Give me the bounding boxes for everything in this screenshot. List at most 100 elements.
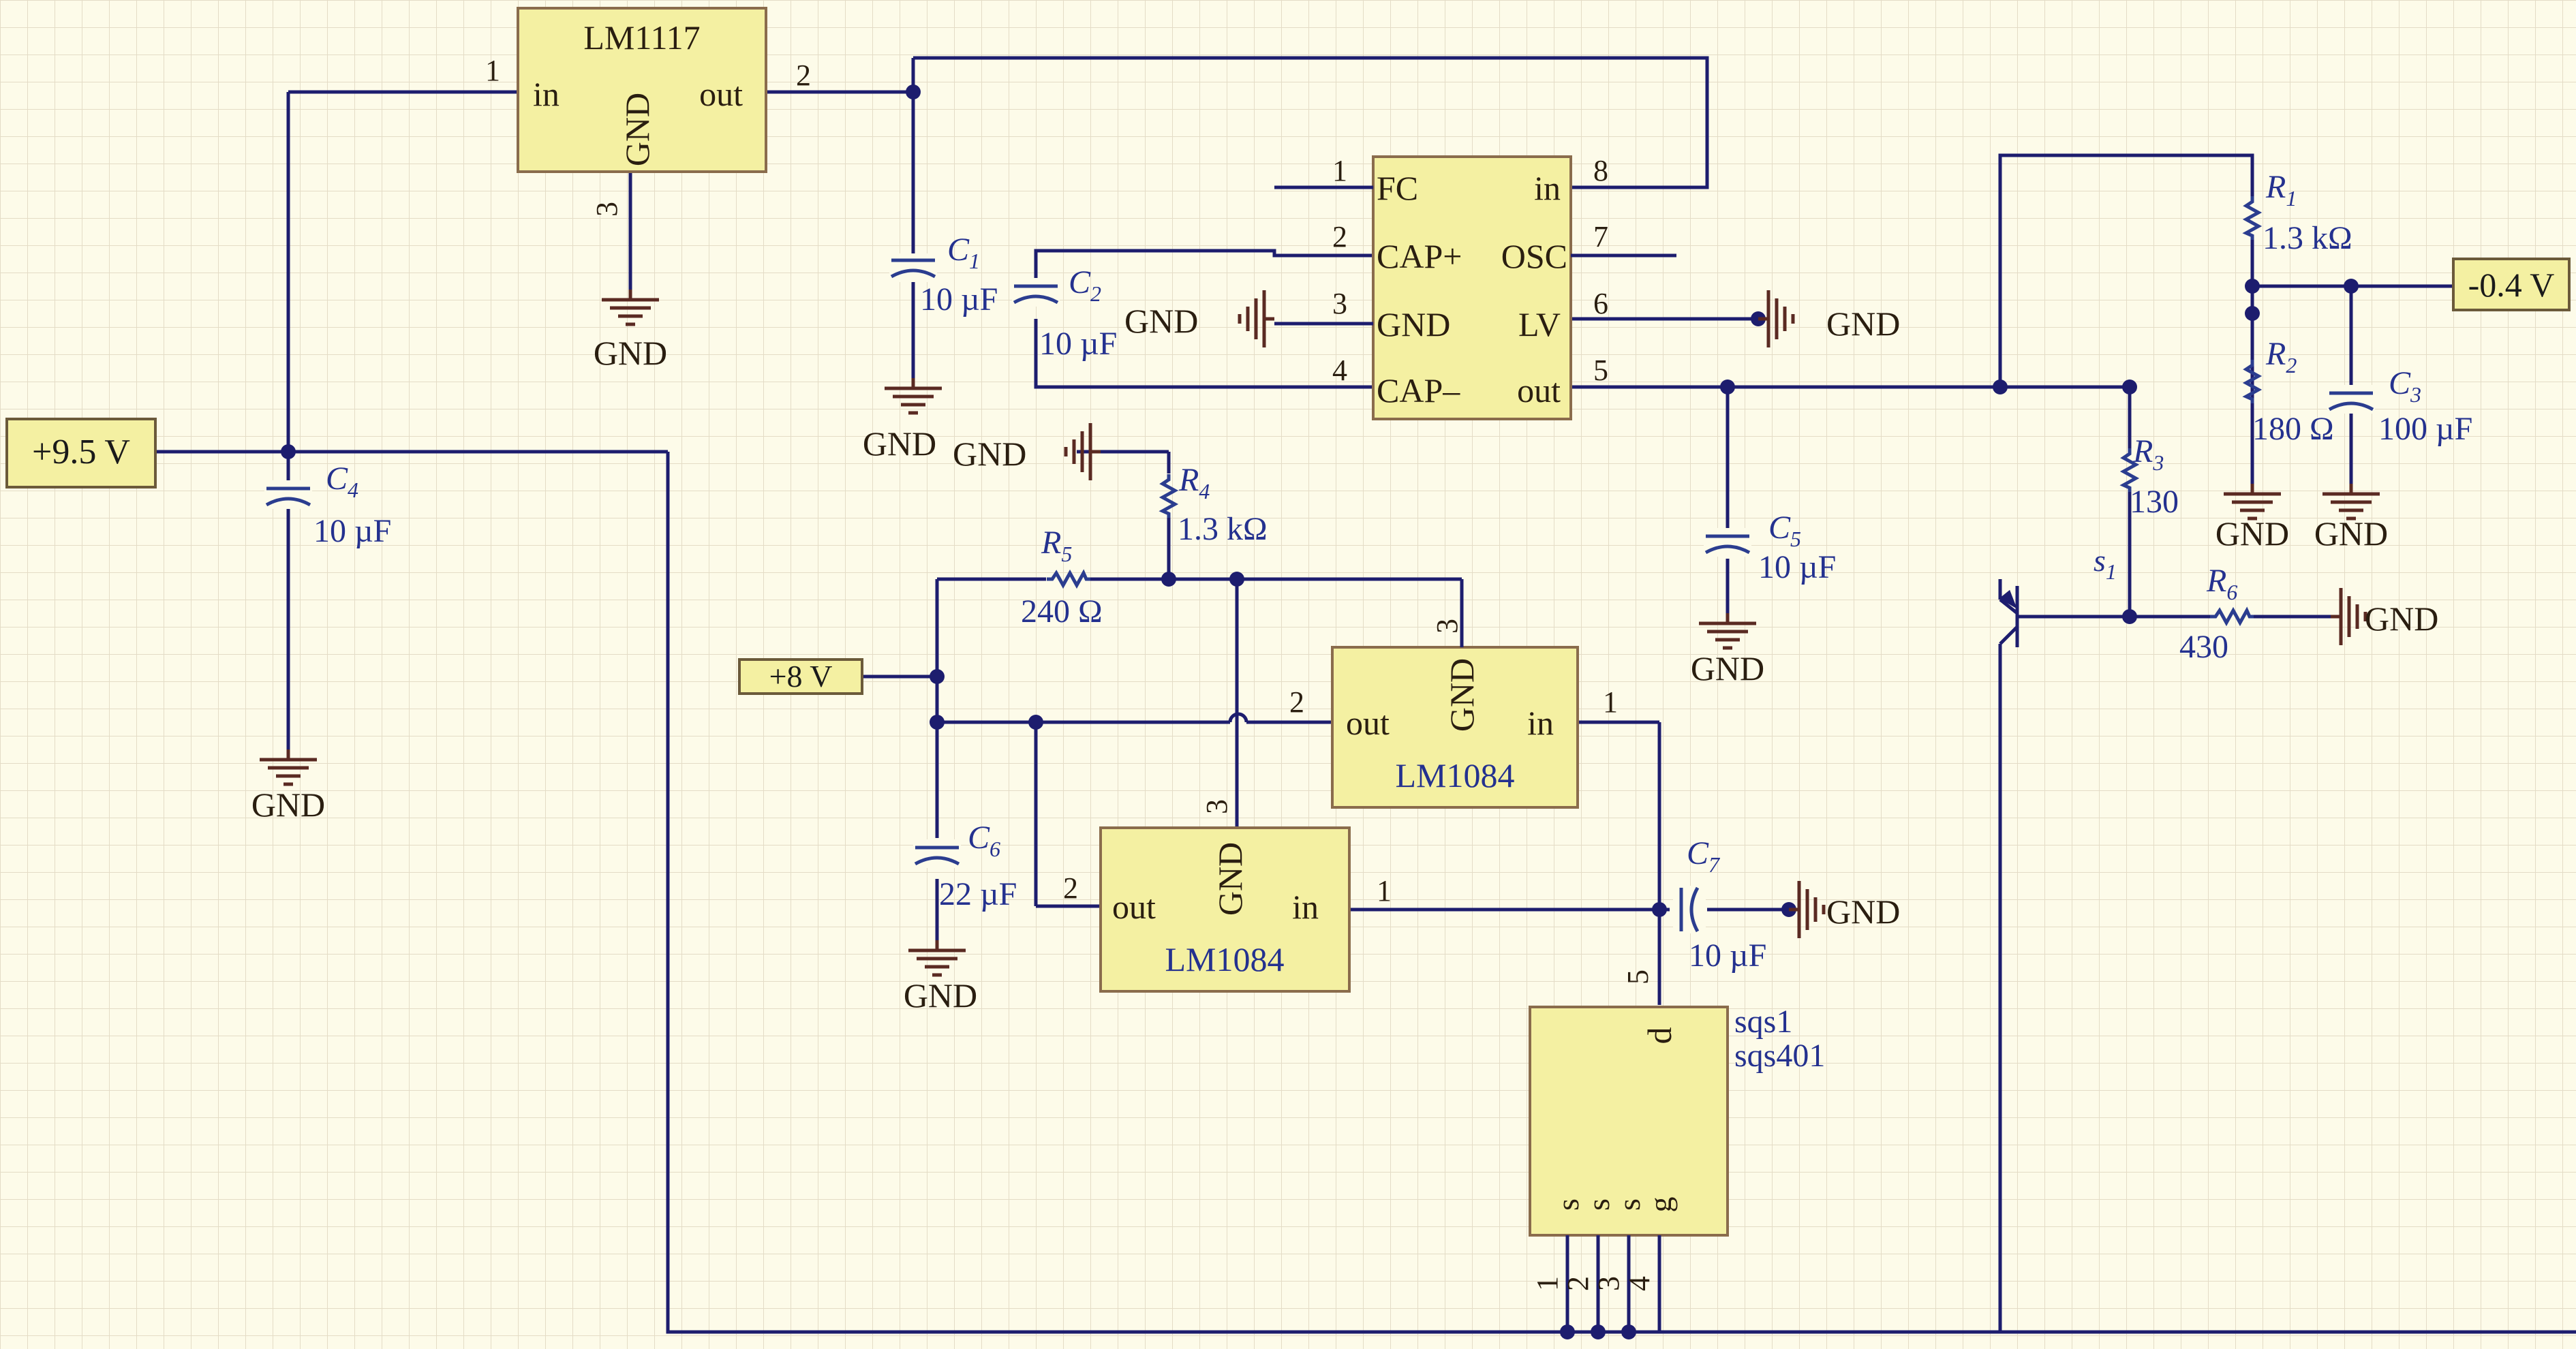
transistor-s1 <box>1998 579 2034 660</box>
lm1084-lower-name: LM1084 <box>1165 940 1285 978</box>
capacitor-c2 <box>1012 278 1060 307</box>
lm1084-lower-pin1-num: 1 <box>1377 874 1392 908</box>
mosfet-pin5-num: 5 <box>1621 970 1655 984</box>
ic-pin-fc: FC <box>1377 169 1418 207</box>
ic-pin5-num: 5 <box>1593 354 1608 387</box>
lm1084-upper-pin-gnd: GND <box>1443 658 1481 732</box>
capacitor-c4 <box>264 480 312 509</box>
lm1084-upper-pin1-num: 1 <box>1603 685 1618 719</box>
lm1117-pin1-num: 1 <box>485 54 500 87</box>
mosfet-pin-s2: s <box>1581 1198 1616 1211</box>
lm1084-lower-pin2-num: 2 <box>1063 871 1078 905</box>
lm1117: LM1117 in out GND 1 2 3 <box>485 7 811 217</box>
lm1084-lower-pin-gnd: GND <box>1211 842 1249 916</box>
gnd-c6-label: GND <box>904 976 977 1014</box>
gnd-c5-label: GND <box>1691 649 1764 687</box>
junctions <box>281 84 2359 1339</box>
mosfet-pin4-num: 4 <box>1623 1276 1656 1291</box>
capacitor-c6 <box>913 839 961 868</box>
c5-value: 10 µF <box>1758 549 1836 585</box>
gnd-r4-label: GND <box>953 435 1026 473</box>
port-8v-label: +8 V <box>769 659 833 694</box>
lm1117-pin3-num: 3 <box>590 202 624 217</box>
mosfet-name-2: sqs401 <box>1734 1038 1825 1074</box>
lm1084-upper-name: LM1084 <box>1396 756 1515 794</box>
c3-ref: C3 <box>2389 365 2421 407</box>
lm1084-lower-pin-in: in <box>1292 888 1319 926</box>
port-8v: +8 V <box>738 658 863 695</box>
gnd-c7-label: GND <box>1826 893 1900 931</box>
gnd-r6-label: GND <box>2365 600 2438 638</box>
c3-value: 100 µF <box>2378 411 2472 447</box>
c4-ref: C4 <box>326 461 358 502</box>
mosfet-pin-s3: s <box>1612 1198 1646 1211</box>
ic-pin1-num: 1 <box>1332 154 1347 187</box>
r6-value: 430 <box>2179 629 2228 665</box>
lm1117-pin-gnd: GND <box>618 93 656 166</box>
lm1084-upper-pin3-num: 3 <box>1430 619 1464 634</box>
c1-value: 10 µF <box>920 281 998 317</box>
c7-ref: C7 <box>1687 835 1721 877</box>
c7-value: 10 µF <box>1689 937 1766 974</box>
r4-ref: R4 <box>1178 462 1210 503</box>
lm1117-pin-out: out <box>699 75 743 113</box>
ic-pin6-num: 6 <box>1593 287 1608 320</box>
c6-ref: C6 <box>968 820 1000 861</box>
ic-pin-out: out <box>1517 371 1561 409</box>
r6-ref: R6 <box>2206 563 2237 604</box>
capacitor-c1 <box>889 253 937 282</box>
mosfet-name-1: sqs1 <box>1734 1004 1792 1040</box>
ic-pin-cap-plus: CAP+ <box>1377 237 1462 275</box>
s1-ref: s1 <box>2094 543 2117 584</box>
ic-pin-osc: OSC <box>1501 237 1567 275</box>
c1-ref: C1 <box>947 232 980 273</box>
mosfet-pin1-num: 1 <box>1531 1276 1564 1291</box>
mosfet-pin-g: g <box>1643 1197 1678 1213</box>
mosfet-pin3-num: 3 <box>1592 1276 1625 1291</box>
lm1117-pin2-num: 2 <box>796 59 811 92</box>
lm1084-lower: out in GND LM1084 2 1 3 <box>1063 799 1392 993</box>
port-9-5v-label: +9.5 V <box>32 433 130 471</box>
capacitor-c7 <box>1673 886 1706 933</box>
c4-value: 10 µF <box>313 513 391 549</box>
charge-pump-ic: FC CAP+ GND CAP– in OSC LV out 1 2 3 4 5… <box>1274 154 1676 420</box>
lm1117-name: LM1117 <box>583 18 700 57</box>
lm1084-lower-pin-out: out <box>1112 888 1156 926</box>
ic-pin-cap-minus: CAP– <box>1377 371 1460 409</box>
mosfet-sqs401: d s s s g sqs1 sqs401 5 1 2 3 4 <box>1529 970 1825 1291</box>
r3-ref: R3 <box>2132 433 2164 475</box>
c6-value: 22 µF <box>939 876 1017 912</box>
gnd-ic-lv-label: GND <box>1826 305 1900 343</box>
gnd-c3-label: GND <box>2314 514 2388 553</box>
r1-ref: R1 <box>2265 169 2297 211</box>
c2-ref: C2 <box>1069 264 1101 306</box>
ic-pin-in: in <box>1534 169 1561 207</box>
gnd-c4-label: GND <box>251 786 325 824</box>
mosfet-pin2-num: 2 <box>1561 1276 1595 1291</box>
ic-pin3-num: 3 <box>1332 287 1347 320</box>
lm1084-upper-pin-in: in <box>1527 704 1554 742</box>
r3-value: 130 <box>2130 484 2179 520</box>
r5-value: 240 Ω <box>1021 593 1103 630</box>
r5-ref: R5 <box>1041 525 1072 566</box>
lm1084-upper-pin2-num: 2 <box>1289 685 1304 719</box>
gnd-r2-label: GND <box>2215 514 2289 553</box>
r2-value: 180 Ω <box>2252 411 2334 447</box>
ic-pin7-num: 7 <box>1593 220 1608 253</box>
gnd-ic-pin3-label: GND <box>1124 302 1198 340</box>
port-neg-0-4v: -0.4 V <box>2452 258 2571 311</box>
lm1117-pin-in: in <box>533 75 559 113</box>
ic-pin2-num: 2 <box>1332 220 1347 253</box>
mosfet-pin-d: d <box>1640 1027 1678 1044</box>
lm1084-lower-pin3-num: 3 <box>1200 799 1233 814</box>
ic-pin4-num: 4 <box>1332 354 1347 387</box>
lm1084-upper: out in GND LM1084 2 1 3 <box>1289 600 1618 809</box>
capacitor-c5 <box>1704 528 1751 557</box>
r4-value: 1.3 kΩ <box>1178 511 1268 547</box>
lm1084-upper-pin-out: out <box>1346 704 1390 742</box>
gnd-lm1117-label: GND <box>594 334 667 372</box>
ic-pin-gnd: GND <box>1377 305 1450 343</box>
ic-pin8-num: 8 <box>1593 154 1608 187</box>
mosfet-pin-s1: s <box>1550 1198 1585 1211</box>
